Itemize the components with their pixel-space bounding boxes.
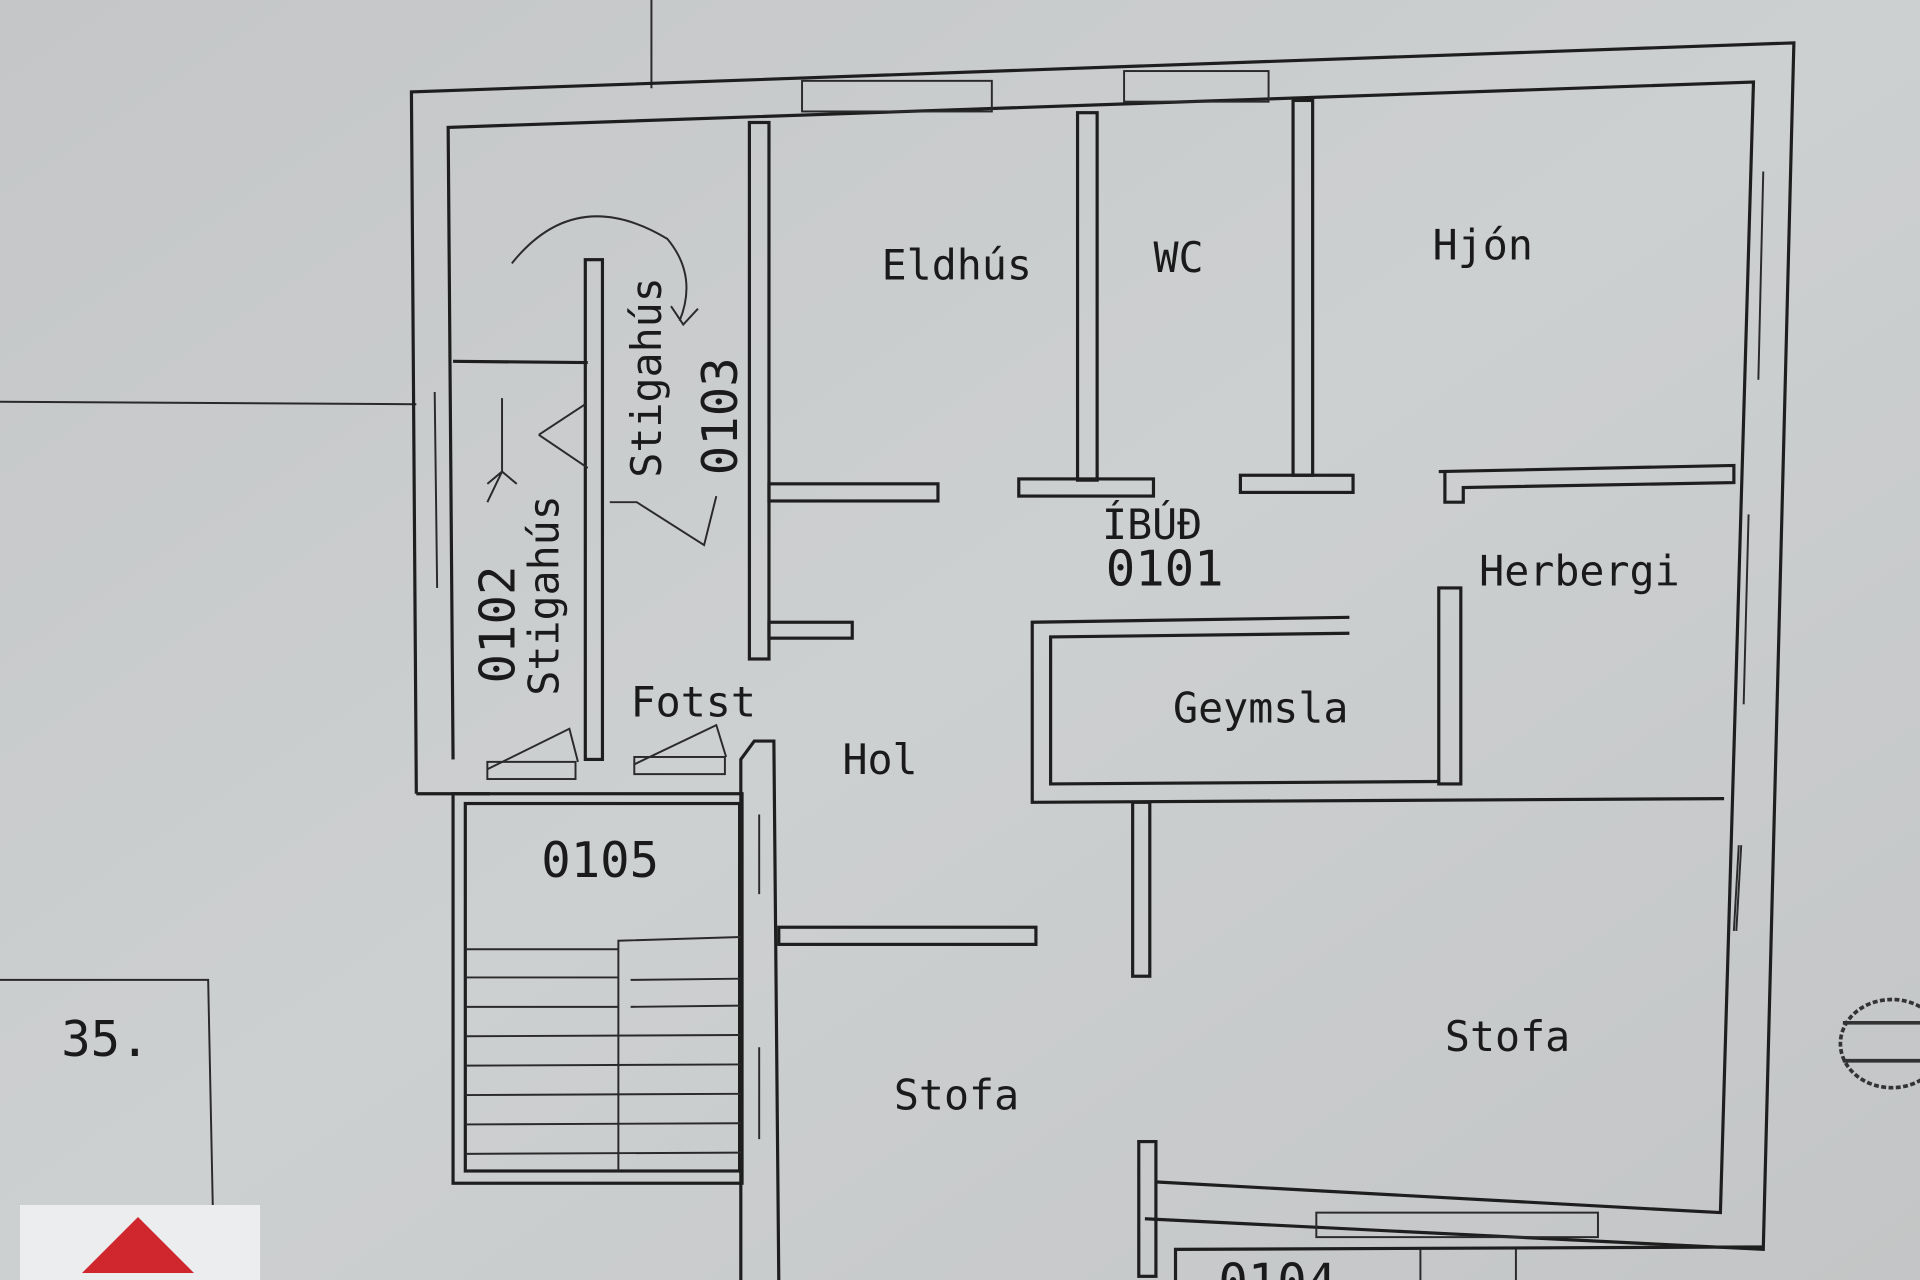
apartment-label: ÍBÚÐ: [1102, 500, 1202, 549]
side-note: 35.: [61, 1011, 149, 1068]
approval-stamp: [1838, 997, 1920, 1090]
room-label-stairwell-0102: Stigahús: [519, 495, 568, 696]
room-label-wc: WC: [1153, 233, 1203, 282]
site-lines: [0, 0, 653, 1280]
brand-logo: [20, 1205, 260, 1280]
stair-treads: [465, 948, 741, 1155]
exterior-walls: [409, 41, 1796, 1252]
interior-walls: [451, 98, 1764, 1280]
room-label-living-left: Stofa: [894, 1071, 1019, 1120]
room-label-hall: Hol: [842, 735, 917, 784]
doors: [486, 215, 728, 781]
room-label-kitchen: Eldhús: [882, 240, 1032, 289]
room-number-0102: 0102: [469, 566, 526, 684]
room-label-bedroom: Herbergi: [1479, 546, 1679, 595]
room-label-storage: Geymsla: [1173, 684, 1348, 733]
apartment-number: 0101: [1106, 540, 1224, 597]
room-label-living-right: Stofa: [1445, 1012, 1570, 1061]
room-label-entry: Fotst: [631, 678, 756, 727]
room-number-0103: 0103: [692, 357, 749, 475]
room-label-master-bedroom: Hjón: [1433, 221, 1533, 270]
house-logo-icon: [82, 1217, 194, 1273]
room-label-stairwell-0103: Stigahús: [622, 277, 671, 478]
unit-number-0105: 0105: [541, 832, 659, 889]
unit-number-0104: 0104: [1218, 1253, 1336, 1280]
